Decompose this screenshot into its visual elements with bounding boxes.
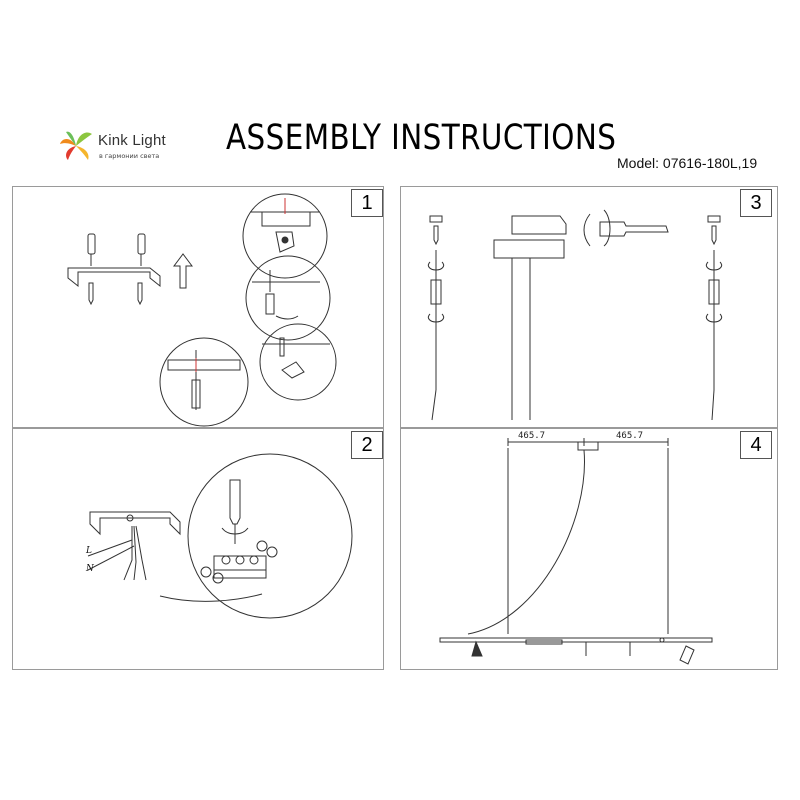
step-number-2: 2 — [351, 431, 383, 459]
step-number-4: 4 — [740, 431, 772, 459]
dimension-left: 465.7 — [518, 431, 546, 441]
step-4-panel — [400, 428, 778, 670]
dimension-right: 465.7 — [616, 431, 644, 441]
step-3-panel — [400, 186, 778, 428]
page-title: ASSEMBLY INSTRUCTIONS — [226, 118, 617, 158]
wire-label-live: L — [86, 546, 92, 556]
step-1-panel — [12, 186, 384, 428]
step-number-1: 1 — [351, 189, 383, 217]
step-number-3: 3 — [740, 189, 772, 217]
brand-tagline: в гармонии света — [99, 152, 160, 160]
brand-name: Kink Light — [98, 132, 166, 149]
step-2-panel — [12, 428, 384, 670]
wire-label-neutral: N — [86, 564, 94, 574]
model-number: Model: 07616-180L,19 — [617, 155, 758, 171]
